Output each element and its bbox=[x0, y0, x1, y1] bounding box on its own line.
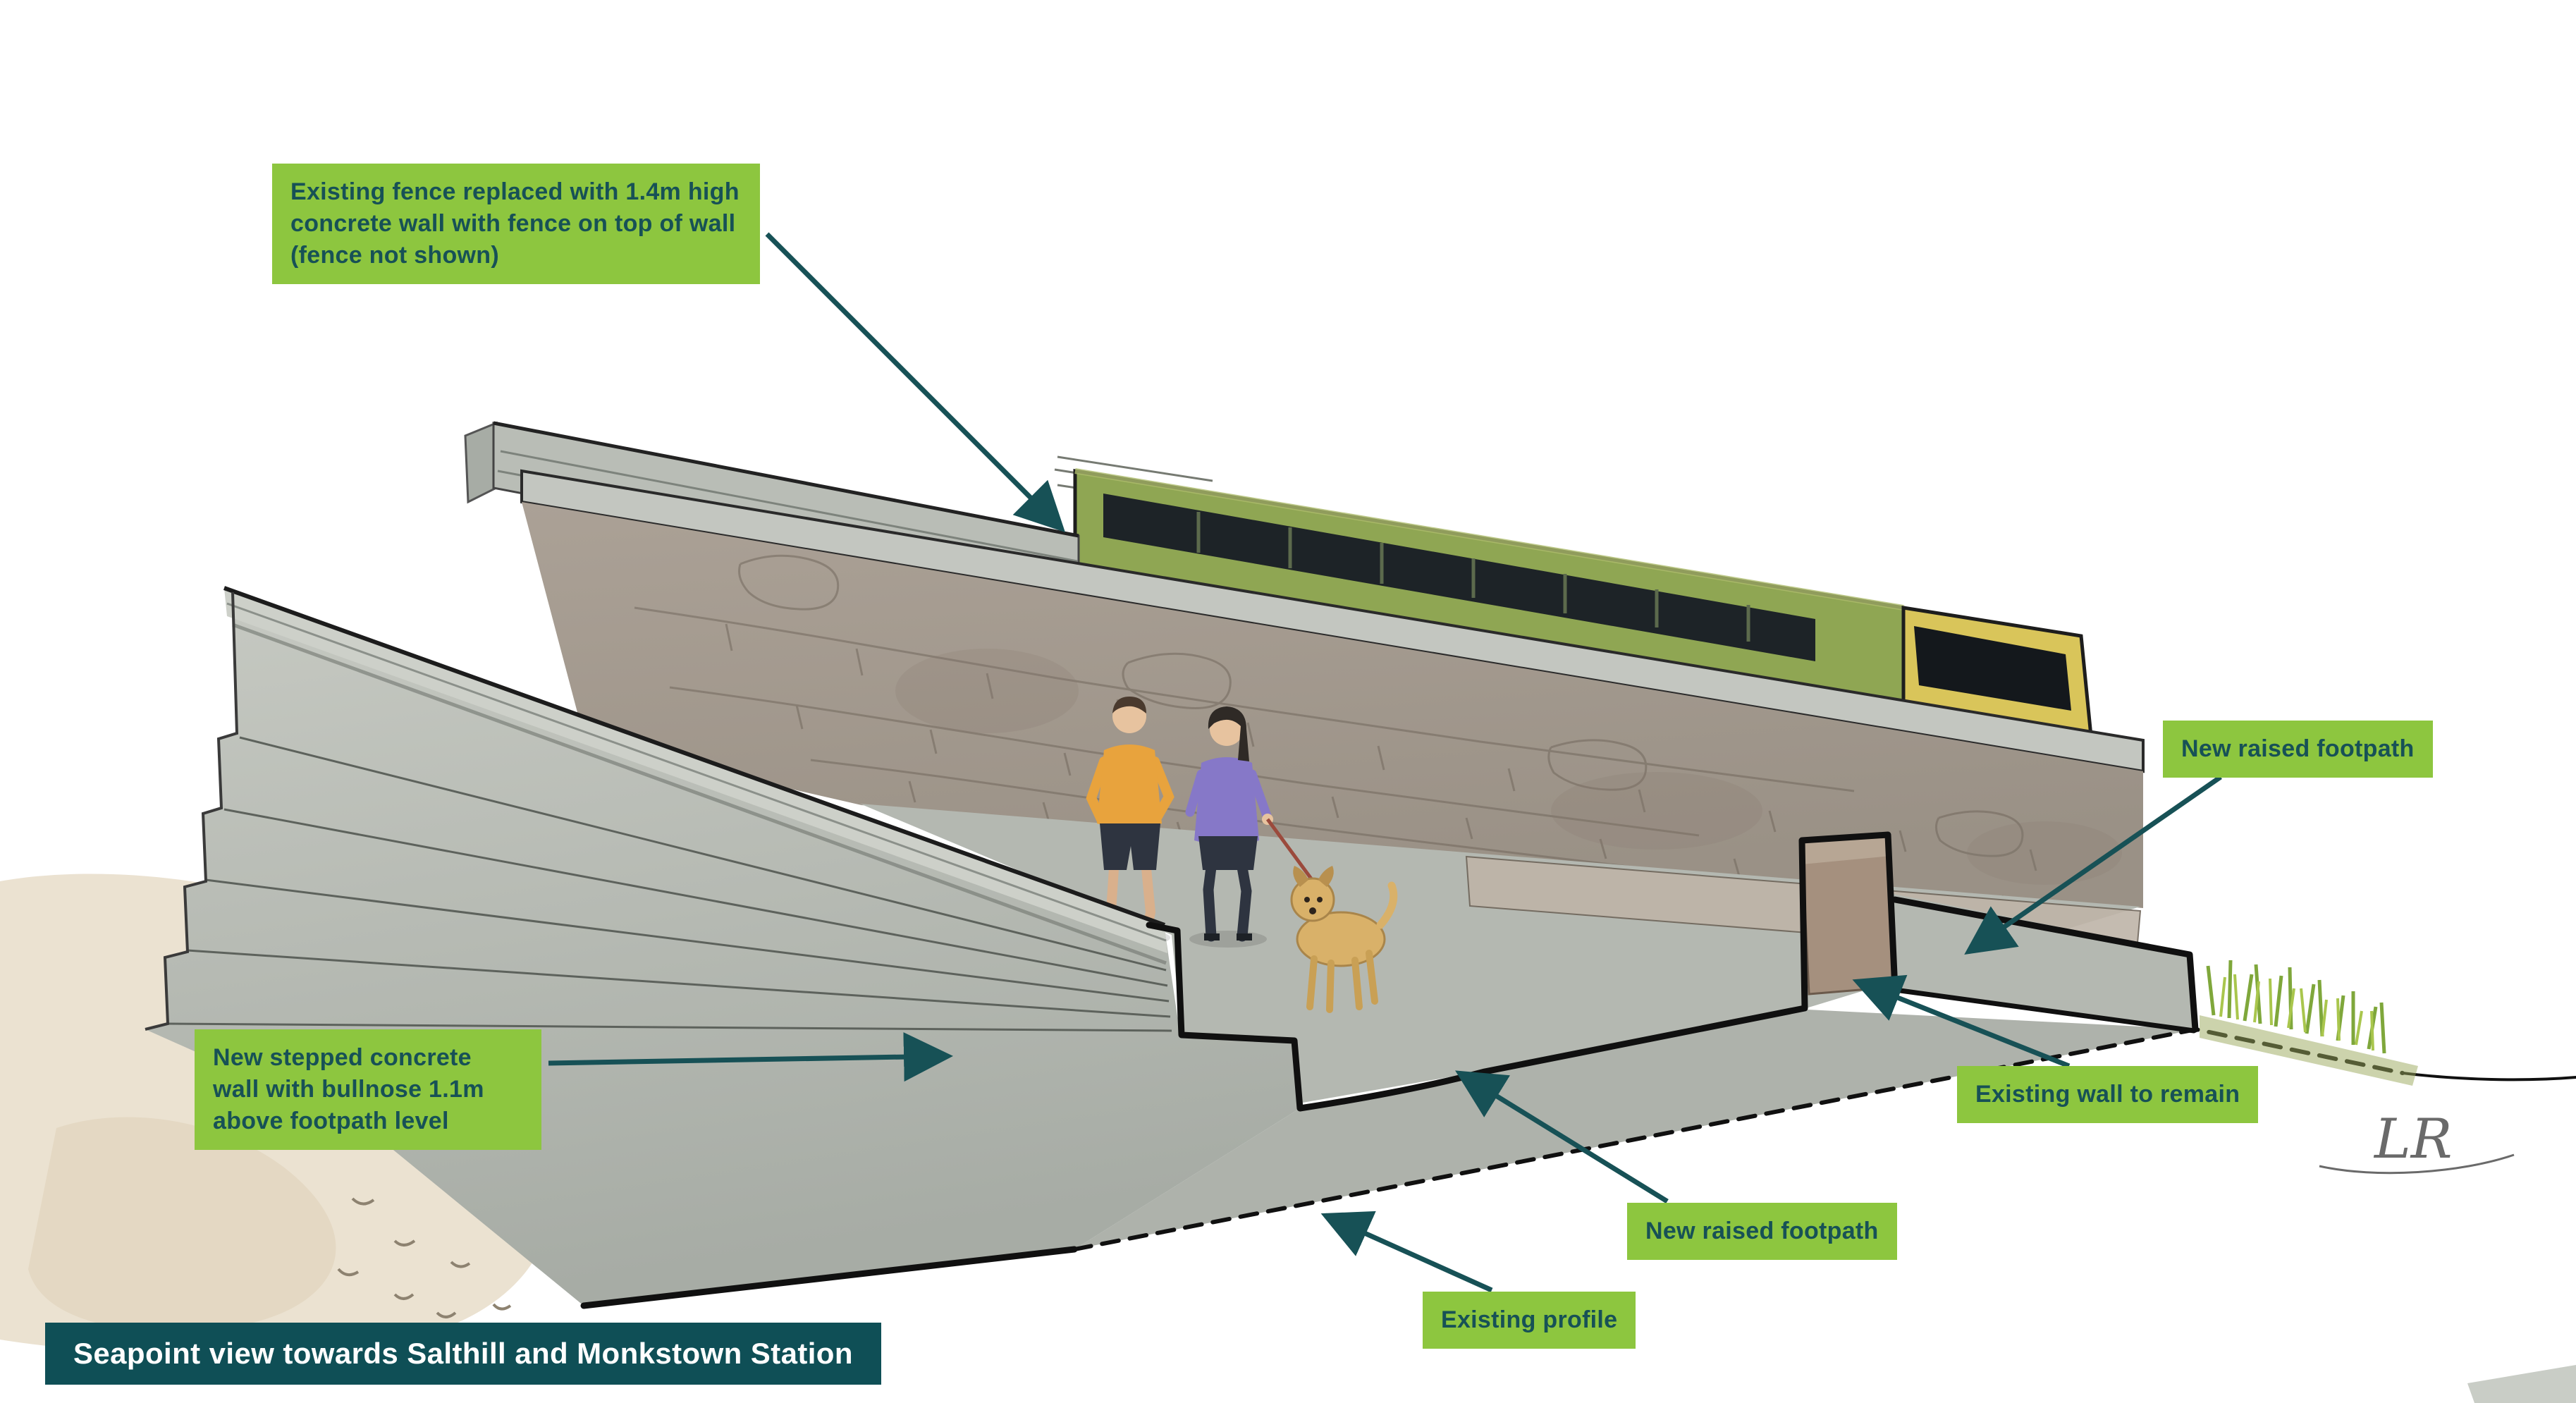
wall-cap bbox=[224, 588, 1167, 953]
artist-signature: LR bbox=[2319, 1108, 2515, 1175]
regraded-slope bbox=[1074, 1010, 2196, 1249]
arrow-stepped-wall bbox=[548, 1032, 953, 1082]
caption-banner: Seapoint view towards Salthill and Monks… bbox=[45, 1323, 881, 1385]
jogger-2 bbox=[1185, 706, 1273, 948]
callout-existing-wall-to-remain: Existing wall to remain bbox=[1957, 1066, 2259, 1123]
train-window-band bbox=[1103, 494, 1815, 661]
grass-tufts bbox=[2200, 960, 2418, 1086]
callout-new-raised-footpath-right: New raised footpath bbox=[2163, 721, 2433, 778]
arrow-fence-wall bbox=[765, 232, 1065, 532]
dog bbox=[1265, 818, 1398, 1013]
train-windshield bbox=[1914, 626, 2071, 711]
ground-sliver bbox=[2467, 1365, 2576, 1403]
annotation-arrows bbox=[548, 232, 2222, 1293]
wall-step-lines bbox=[167, 736, 1172, 1032]
signature-text: LR bbox=[2373, 1108, 2453, 1171]
existing-wall-block bbox=[1799, 832, 1895, 995]
callout-new-raised-footpath-bottom: New raised footpath bbox=[1627, 1203, 1897, 1260]
callout-existing-profile: Existing profile bbox=[1423, 1292, 1636, 1349]
callout-existing-fence: Existing fence replaced with 1.4m high c… bbox=[272, 164, 760, 284]
arrow-raised-footpath-bottom bbox=[1455, 1070, 1669, 1203]
arrow-existing-wall bbox=[1852, 974, 2071, 1069]
arrow-raised-footpath-right bbox=[1964, 775, 2222, 955]
masonry-wall bbox=[520, 469, 2145, 914]
callout-stepped-concrete-wall: New stepped concrete wall with bullnose … bbox=[195, 1029, 541, 1150]
masonry-face bbox=[522, 502, 2143, 908]
arrow-existing-profile bbox=[1320, 1211, 1493, 1293]
